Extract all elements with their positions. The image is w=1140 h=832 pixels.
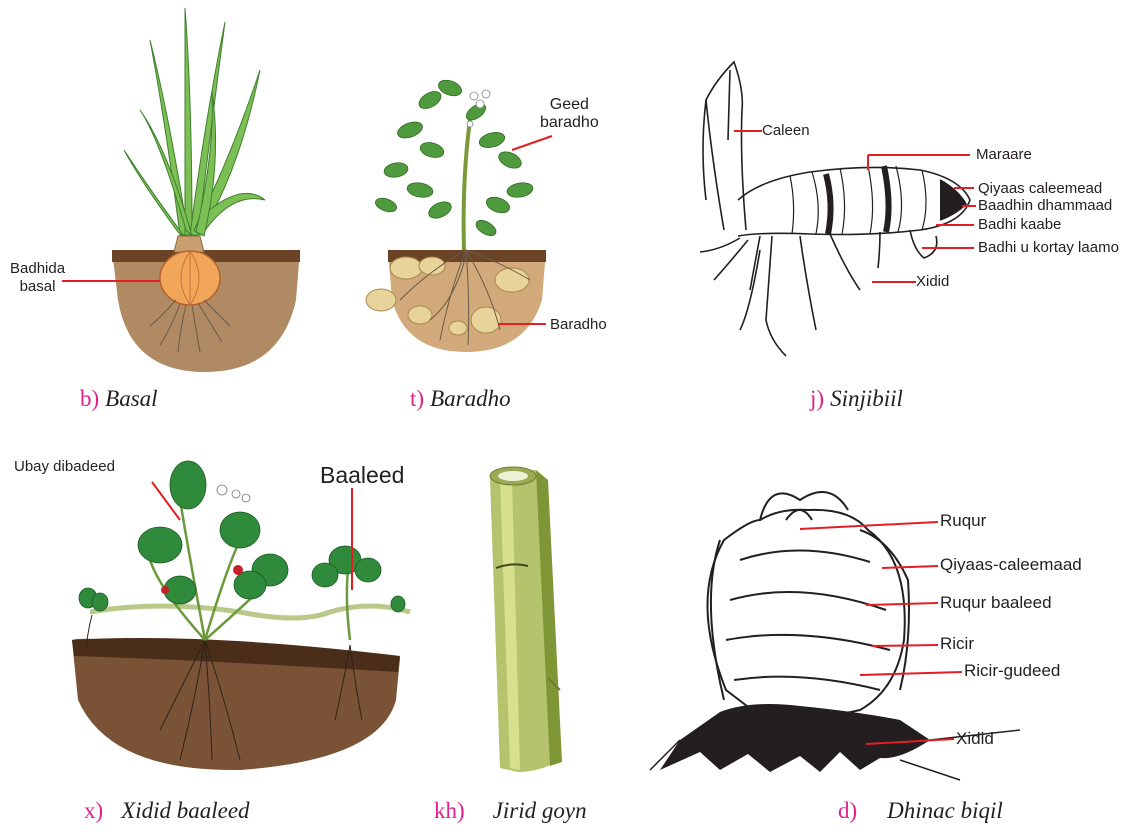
caption-letter: t) [410,386,424,411]
caption-basal: b)Basal [80,386,158,412]
caption-letter: d) [838,798,857,823]
bulb-leaders [800,522,962,744]
caption-letter: kh) [434,798,465,823]
label-xidid-ginger: Xidid [916,273,949,291]
ginger-leaders [734,131,976,282]
stem-cutting-drawing [490,467,562,772]
label-ricir: Ricir [940,635,974,653]
caption-name: Baradho [430,386,511,411]
caption-name: Jirid goyn [493,798,587,823]
panel-baradho [360,0,690,420]
bulb-roots [660,704,930,772]
label-baadhin-dhammaad: Baadhin dhammaad [978,197,1112,215]
label-ruqur: Ruqur [940,512,986,530]
label-ruqur-baaleed: Ruqur baaleed [940,594,1052,612]
caption-xidid-baaleed: x) Xidid baaleed [84,798,250,824]
caption-name: Basal [105,386,157,411]
caption-jirid-goyn: kh) Jirid goyn [434,798,587,824]
caption-dhinac-biqil: d) Dhinac biqil [838,798,1003,824]
caption-sinjibiil: j)Sinjibiil [810,386,903,412]
strawberry-drawing [72,461,410,770]
label-badhi-kortay: Badhi u kortay laamo [978,239,1119,257]
caption-name: Sinjibiil [830,386,903,411]
label-ricir-gudeed: Ricir-gudeed [964,662,1060,680]
label-qiyaas-caleemaad: Qiyaas-caleemaad [940,556,1082,574]
label-geed-baradho: Geed baradho [540,96,599,132]
caption-letter: x) [84,798,103,823]
bulb-drawing [707,492,909,719]
label-caleen: Caleen [762,122,810,140]
caption-baradho: t)Baradho [410,386,511,412]
label-baaleed: Baaleed [320,462,404,488]
potato-image [360,0,690,420]
caption-name: Dhinac biqil [887,798,1003,823]
caption-name: Xidid baaleed [121,798,249,823]
leader-line [152,482,180,520]
panel-basal: Badhida basal b)Basal [0,0,360,420]
label-baradho-tuber: Baradho [550,316,607,334]
label-qiyaas-caleemead: Qiyaas caleemead [978,180,1102,198]
label-maraare: Maraare [976,146,1032,164]
label-badhi-kaabe: Badhi kaabe [978,216,1061,234]
ginger-drawing [700,62,970,356]
caption-letter: b) [80,386,99,411]
label-xidid-bulb: Xidid [956,730,994,748]
caption-letter: j) [810,386,824,411]
label-ubay-dibadeed: Ubay dibadeed [14,458,115,476]
basal-illustration [0,0,360,420]
label-badhida-basal: Badhida basal [10,260,65,296]
